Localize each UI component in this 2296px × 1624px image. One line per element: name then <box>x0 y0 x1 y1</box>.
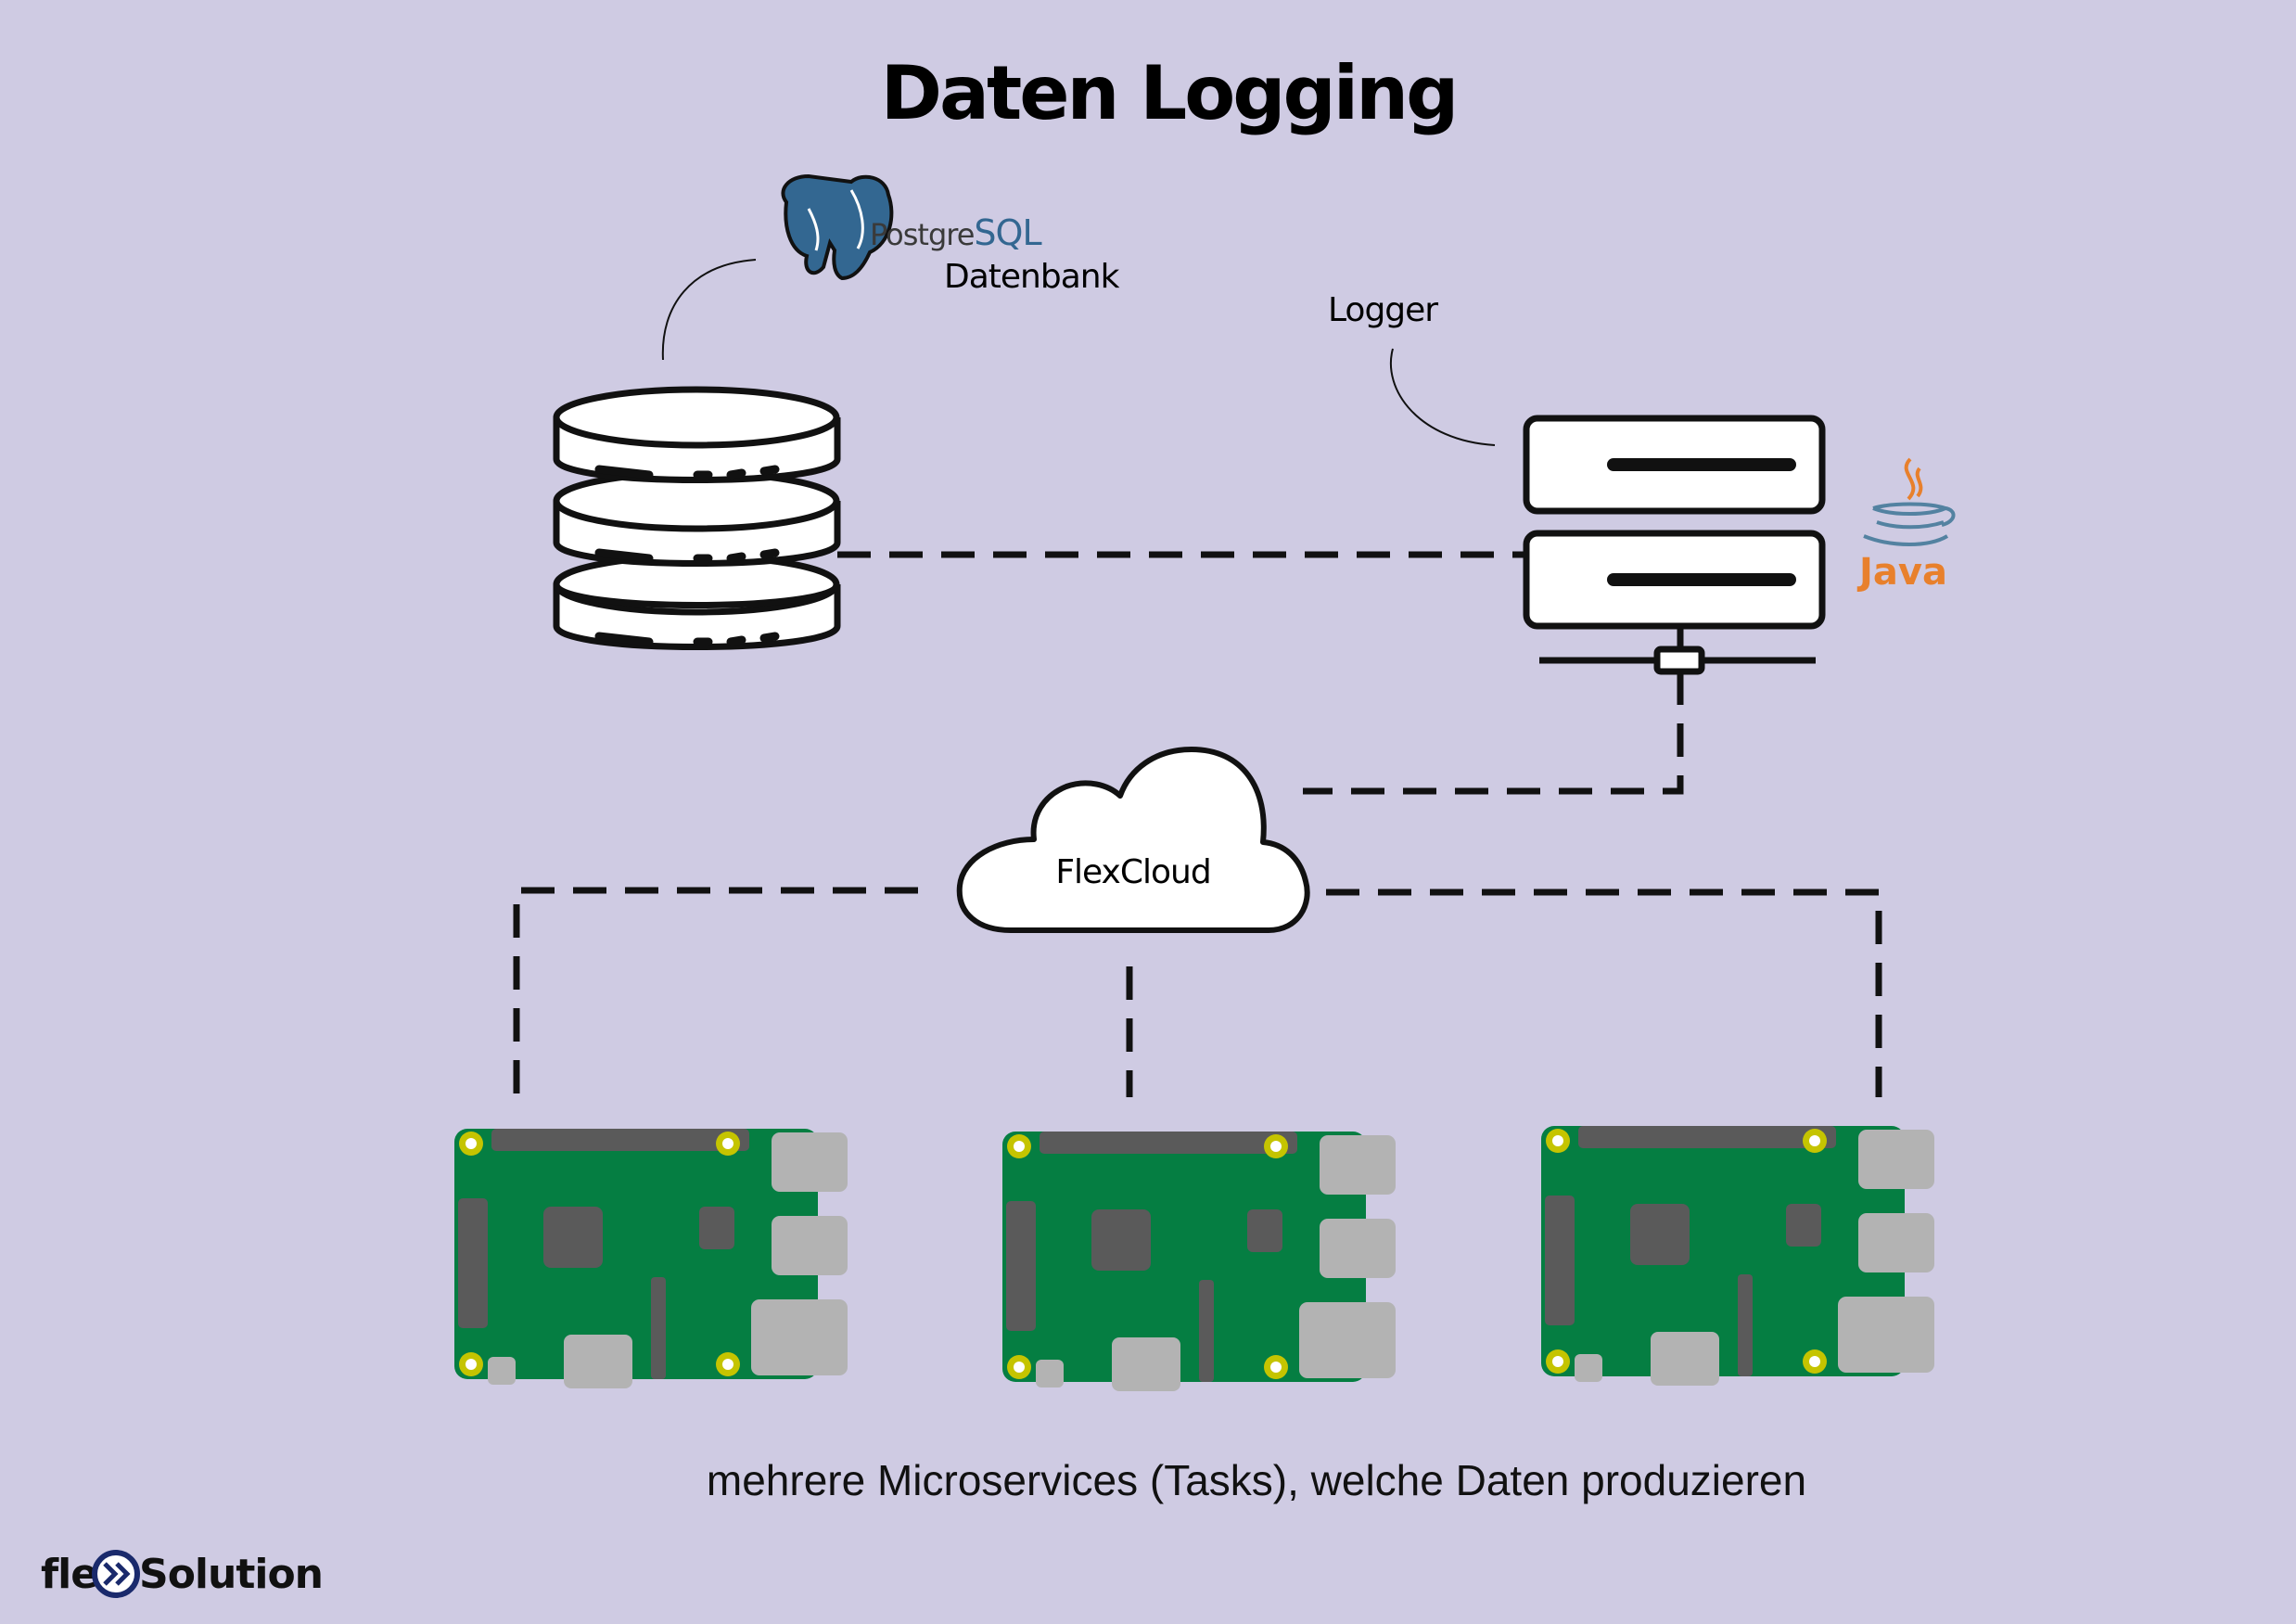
postgres-text: Postgre <box>870 217 974 252</box>
raspberry-pi-board-icon <box>1002 1132 1396 1391</box>
java-label: Java <box>1856 551 1947 594</box>
cloud-to-right-board-connection <box>1326 889 1882 1097</box>
database-indicator-lines <box>594 465 780 646</box>
database-server-icon <box>553 386 841 650</box>
cloud-label: FlexCloud <box>1055 853 1210 891</box>
raspberry-pi-board-icon <box>454 1129 848 1388</box>
brand-part-1: fle <box>41 1551 97 1598</box>
database-label: Datenbank <box>944 258 1120 296</box>
brand-part-2: Solution <box>139 1551 323 1598</box>
flexsolution-logo-icon <box>92 1550 140 1598</box>
cloud-to-left-board-connection <box>513 887 918 1097</box>
logger-label: Logger <box>1328 291 1438 329</box>
logger-server-icon <box>1523 415 1826 675</box>
cloud-icon <box>956 747 1310 933</box>
microservices-caption: mehrere Microservices (Tasks), welche Da… <box>707 1456 1806 1504</box>
database-label-connector <box>661 259 757 361</box>
logger-to-cloud-connection <box>1303 671 1684 795</box>
raspberry-pi-board-icon <box>1541 1126 1934 1386</box>
postgresql-elephant-icon <box>781 173 894 281</box>
java-logo-icon <box>1863 457 1956 546</box>
sql-text: SQL <box>974 212 1041 253</box>
logger-label-connector <box>1390 348 1496 446</box>
postgresql-wordmark: PostgreSQL <box>870 212 1041 253</box>
flexsolution-logo: fle <box>41 1551 97 1598</box>
page-title: Daten Logging <box>881 50 1457 136</box>
